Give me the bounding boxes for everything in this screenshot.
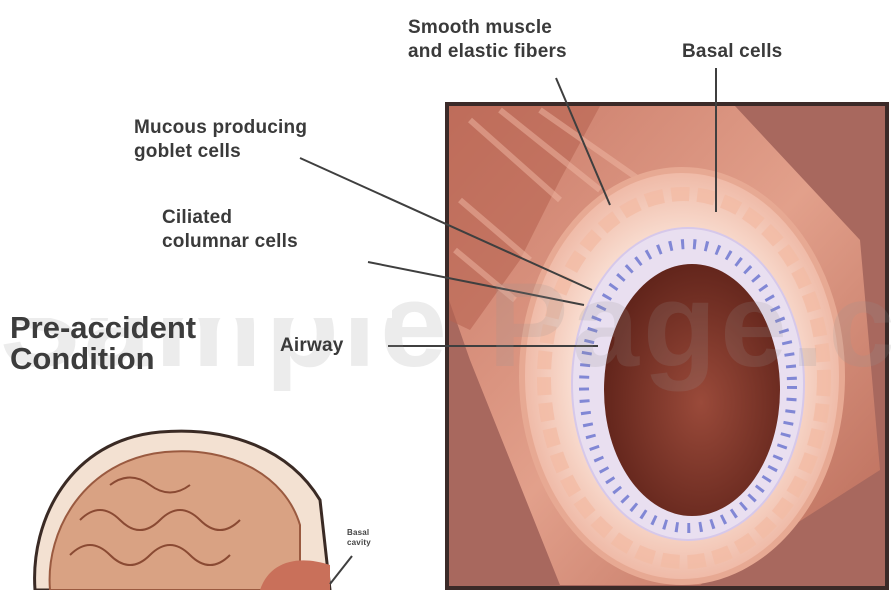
leader-basal-cavity — [330, 556, 352, 584]
label-ciliated-cells: Ciliated columnar cells — [162, 206, 298, 254]
label-goblet-cells: Mucous producing goblet cells — [134, 116, 307, 164]
label-smooth-muscle: Smooth muscle and elastic fibers — [408, 16, 567, 64]
label-basal-cells: Basal cells — [682, 40, 782, 64]
diagram-title: Pre-accident Condition — [0, 312, 250, 392]
label-airway: Airway — [280, 334, 344, 358]
label-basal-cavity: Basal cavity — [347, 528, 371, 548]
